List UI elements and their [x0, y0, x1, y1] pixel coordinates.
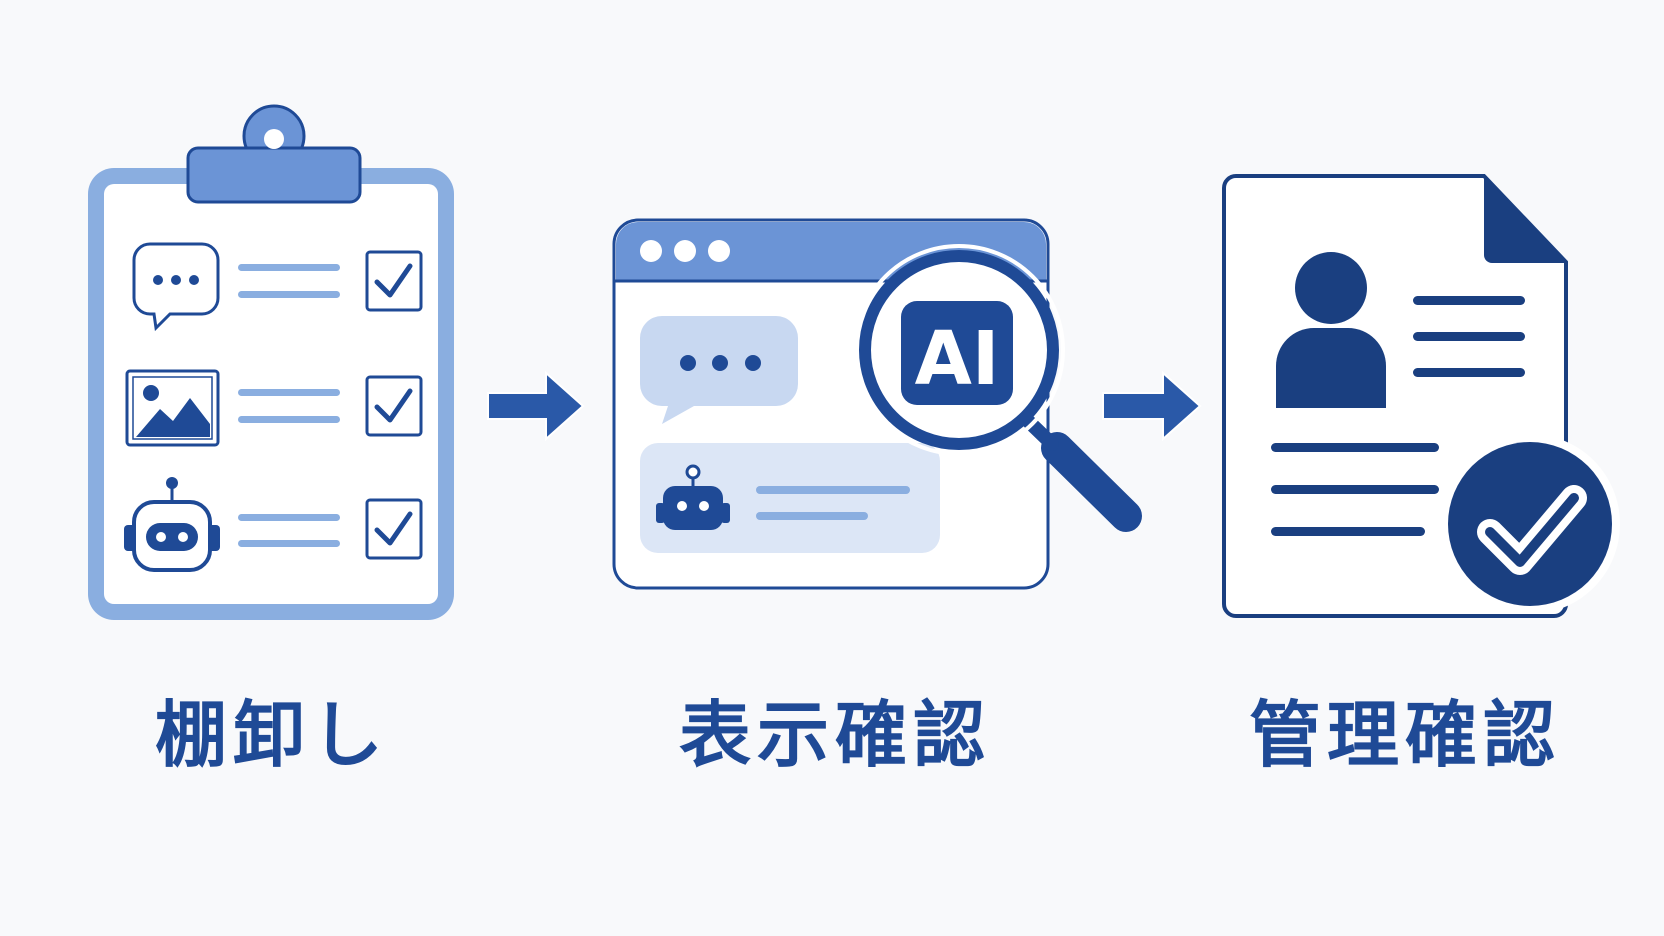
text-line	[238, 540, 340, 547]
step-label-display-check: 表示確認	[678, 693, 991, 777]
text-line	[238, 389, 340, 396]
text-line	[1271, 443, 1439, 452]
page-fold	[1484, 176, 1566, 263]
browser-ai-magnifier-icon: AI	[612, 218, 1142, 590]
ai-badge	[901, 301, 1013, 405]
text-line	[238, 514, 340, 521]
magnifier-icon: AI	[853, 244, 1142, 532]
arrow-right-icon	[1102, 370, 1202, 442]
check-circle-icon	[1440, 434, 1620, 614]
text-line	[1413, 296, 1525, 305]
step-label-inventory: 棚卸し	[154, 693, 389, 777]
arrow-right-icon	[487, 370, 585, 442]
clipboard-checklist-icon	[88, 104, 454, 620]
text-line	[238, 416, 340, 423]
text-line	[756, 512, 868, 520]
step-label-management-check: 管理確認	[1248, 693, 1561, 777]
checkbox-checked-icon	[365, 375, 423, 437]
window-dot-icon	[708, 240, 730, 262]
checkbox-checked-icon	[365, 498, 423, 560]
window-dot-icon	[640, 240, 662, 262]
ai-badge-text: AI	[915, 316, 1000, 402]
image-icon	[125, 369, 220, 447]
chat-bubble-icon	[132, 242, 220, 332]
text-line	[238, 264, 340, 271]
user-avatar-icon	[1276, 252, 1386, 408]
text-line	[238, 291, 340, 298]
text-line	[1271, 527, 1425, 536]
text-line	[756, 486, 910, 494]
robot-icon	[124, 477, 220, 572]
approved-profile-document-icon	[1222, 174, 1620, 618]
text-line	[1271, 485, 1439, 494]
window-dot-icon	[674, 240, 696, 262]
chat-bubble-icon	[640, 316, 798, 424]
robot-icon	[656, 464, 730, 530]
text-line	[1413, 332, 1525, 341]
text-line	[1413, 368, 1525, 377]
checkbox-checked-icon	[365, 250, 423, 312]
